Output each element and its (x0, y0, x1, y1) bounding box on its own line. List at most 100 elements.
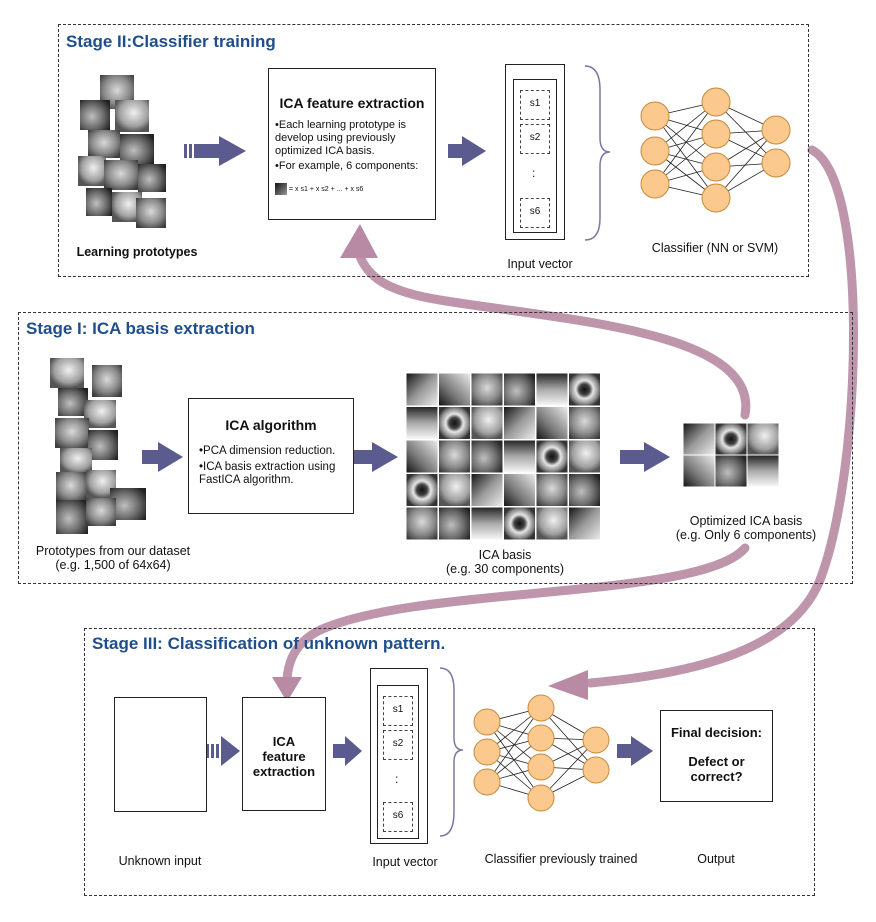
stage3-input-vector-outer: s1 s2 : s6 (370, 668, 428, 844)
optimized-basis-label-2: (e.g. Only 6 components) (675, 528, 817, 542)
ica-basis-tile (503, 506, 536, 541)
ica-basis-label-2: (e.g. 30 components) (445, 562, 565, 576)
ica-basis-tile (568, 506, 601, 541)
unknown-input-label: Unknown input (118, 854, 202, 868)
stage2-input-vector-inner: s1 s2 : s6 (513, 79, 557, 233)
stage1-arrow-1 (142, 442, 183, 472)
stage2-network-edge (715, 129, 777, 199)
stage3-network-node (473, 708, 501, 736)
stage2-ica-feature-box: ICA feature extraction •Each learning pr… (268, 68, 436, 220)
stage3-component-s1: s1 (383, 696, 413, 726)
unknown-input-box (114, 697, 207, 812)
ica-basis-tile (535, 473, 569, 507)
final-decision-question-1: Defect or (688, 754, 745, 769)
stage3-network (473, 694, 610, 812)
stage1-prototypes-label-1: Prototypes from our dataset (35, 544, 191, 558)
ica-algorithm-box: ICA algorithm •PCA dimension reduction. … (188, 398, 354, 514)
stage2-network-edge (654, 101, 717, 185)
stage2-network-node (701, 87, 731, 117)
stage3-component-ellipsis: : (395, 772, 399, 786)
stage2-ica-bullet-1: •Each learning prototype is develop usin… (275, 119, 407, 157)
stage3-network-node (527, 724, 555, 752)
stage2-network-node (640, 169, 670, 199)
stage3-network-node (582, 726, 610, 754)
stage2-network-edge (654, 115, 717, 199)
stage2-input-vector-label: Input vector (507, 257, 573, 271)
stage2-component-s2: s2 (520, 124, 550, 154)
stage3-network-node (473, 738, 501, 766)
ica-equation: = x s1 + x s2 + ... + x s6 (275, 181, 431, 197)
ica-basis-tile (405, 406, 439, 440)
stage2-network-node (701, 152, 731, 182)
final-decision-question-2: correct? (690, 769, 743, 784)
stage1-container (18, 312, 853, 584)
stage2-classifier-label: Classifier (NN or SVM) (651, 241, 779, 255)
ica-basis-tile (568, 406, 601, 440)
ica-algorithm-title: ICA algorithm (225, 417, 317, 433)
stage2-component-s6: s6 (520, 198, 550, 228)
stage3-network-node (473, 768, 501, 796)
ica-basis-tile (470, 506, 504, 541)
stage3-ica-title-2: feature (262, 749, 306, 764)
stage2-ica-title: ICA feature extraction (279, 95, 425, 111)
stage2-network-node (761, 148, 791, 178)
optimized-basis-grid (682, 422, 780, 488)
stage2-arrow-2 (448, 136, 486, 166)
stage1-prototypes-label-2: (e.g. 1,500 of 64x64) (55, 558, 171, 572)
stage3-arrow-2 (333, 736, 362, 766)
stage2-component-ellipsis: : (532, 166, 536, 180)
equation-text: = x s1 + x s2 + ... + x s6 (289, 185, 364, 193)
stage2-title: Stage II:Classifier training (66, 32, 276, 51)
stage3-network-edge (486, 707, 542, 783)
ica-basis-tile (438, 372, 471, 407)
feedback-arrowheads (272, 224, 588, 702)
stage3-brace (439, 667, 464, 837)
stage2-network-node (701, 119, 731, 149)
stage2-input-vector-outer: s1 s2 : s6 (505, 64, 565, 240)
ica-basis-tile (503, 473, 536, 507)
stage3-input-vector-inner: s1 s2 : s6 (377, 685, 419, 839)
stage3-title: Stage III: Classification of unknown pat… (92, 634, 446, 653)
ica-basis-tile (470, 473, 504, 507)
optimized-basis-label-1: Optimized ICA basis (689, 514, 803, 528)
stage3-arrow-1 (206, 736, 240, 766)
stage3-network-node (527, 694, 555, 722)
stage3-ica-title-1: ICA (272, 734, 296, 749)
feedback-arrows (282, 145, 858, 688)
learning-prototypes-label: Learning prototypes (76, 245, 198, 259)
stage2-component-s1: s1 (520, 90, 550, 120)
stage2-network (640, 87, 791, 213)
ica-basis-tile (405, 506, 439, 541)
stage3-network-node (527, 753, 555, 781)
stage3-component-s2: s2 (383, 730, 413, 760)
stage3-component-s6: s6 (383, 802, 413, 832)
stage1-prototypes-collage (50, 358, 146, 534)
stage2-network-node (761, 115, 791, 145)
stage3-container (84, 628, 815, 896)
stage2-network-node (640, 101, 670, 131)
stage3-classifier-label: Classifier previously trained (484, 852, 638, 866)
stage3-network-node (582, 756, 610, 784)
ica-basis-grid (405, 372, 601, 541)
equation-patch-0 (275, 183, 287, 195)
ica-basis-tile (568, 473, 601, 507)
ica-algorithm-bullet-2: •ICA basis extraction using FastICA algo… (199, 461, 336, 486)
stage1-arrow-3 (620, 442, 670, 472)
stage3-arrow-3 (617, 736, 653, 766)
stage2-ica-bullet-2: •For example, 6 components: (275, 160, 419, 172)
stage2-network-node (701, 183, 731, 213)
stage3-network-node (527, 784, 555, 812)
ica-basis-label-1: ICA basis (478, 548, 532, 562)
learning-prototypes-collage (78, 75, 166, 228)
ica-basis-tile (438, 506, 471, 541)
stage2-brace (584, 65, 611, 241)
stage3-input-vector-label: Input vector (372, 855, 438, 869)
output-label: Output (697, 852, 735, 866)
stage3-ica-box: ICA feature extraction (242, 697, 326, 811)
stage2-arrow-1 (184, 136, 246, 166)
final-decision-title: Final decision: (670, 725, 762, 740)
final-decision-box: Final decision: Defect or correct? (660, 710, 773, 802)
stage1-title: Stage I: ICA basis extraction (26, 319, 255, 338)
stage2-network-node (640, 136, 670, 166)
